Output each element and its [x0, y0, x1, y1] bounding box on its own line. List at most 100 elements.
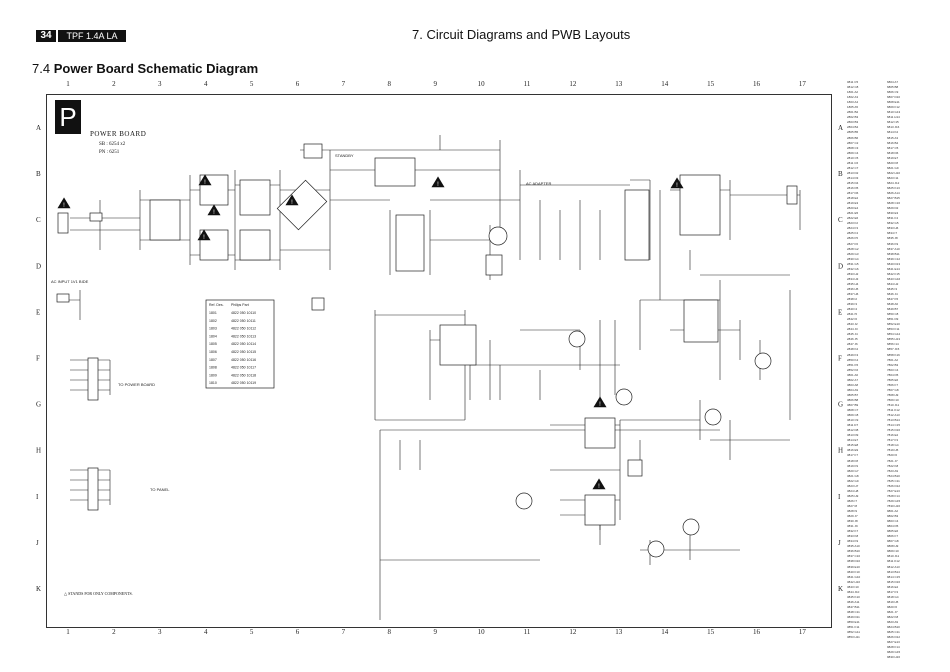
page-number-badge: 34 — [36, 30, 56, 42]
model-badge: TPF 1.4A LA — [58, 30, 126, 42]
column-label-13-top: 13 — [615, 80, 623, 88]
transformer — [374, 157, 416, 187]
row-label-D-right: D — [838, 262, 843, 270]
warning-mark: ! — [63, 203, 65, 209]
bom-cell: 1804 — [209, 334, 217, 338]
row-label-B-left: B — [36, 170, 41, 178]
pwm-controller-ic — [395, 214, 425, 272]
footnote: △ STANDS FOR ONLY COMPONENTS. — [64, 591, 133, 596]
column-label-7-bottom: 7 — [342, 628, 346, 636]
bridge-rectifier — [149, 199, 181, 241]
column-label-13-bottom: 13 — [615, 628, 623, 636]
row-label-K-left: K — [36, 585, 41, 593]
row-label-E-right: E — [838, 308, 842, 316]
schematic-frame — [46, 94, 832, 628]
test-connector — [56, 293, 70, 303]
warning-mark: ! — [676, 183, 678, 189]
bom-cell: 4822 050 10110 — [231, 311, 256, 315]
output-connector-block — [624, 189, 650, 261]
warning-triangle-icon — [592, 478, 606, 490]
bom-cell: 4822 050 10113 — [231, 334, 256, 338]
bom-cell: 4822 050 10116 — [231, 358, 256, 362]
warning-triangle-icon — [431, 176, 445, 188]
warning-triangle-icon — [285, 194, 299, 206]
column-label-9-top: 9 — [433, 80, 437, 88]
warning-triangle-icon — [207, 204, 221, 216]
bom-cell: 1809 — [209, 373, 217, 377]
column-label-2-bottom: 2 — [112, 628, 116, 636]
column-label-15-bottom: 15 — [707, 628, 715, 636]
column-label-12-top: 12 — [569, 80, 577, 88]
column-label-1-top: 1 — [66, 80, 70, 88]
regulator-ic — [439, 324, 477, 366]
column-label-14-bottom: 14 — [661, 628, 669, 636]
row-label-A-left: A — [36, 124, 41, 132]
bom-cell: 4822 050 10112 — [231, 327, 256, 331]
footnote-symbol: △ — [64, 591, 68, 596]
board-info-1: SB : 6254 x2 — [99, 142, 126, 147]
title-number: 7.4 — [32, 61, 51, 76]
panel-connector-1 — [87, 357, 99, 401]
warning-triangle-icon — [198, 174, 212, 186]
row-label-D-left: D — [36, 262, 41, 270]
filter-choke-3 — [239, 179, 271, 216]
title-text: Power Board Schematic Diagram — [53, 61, 259, 76]
reference-list-column-1: 0811 C5 0812 C8 1801 A2 1802 A3 1803 A4 … — [847, 80, 861, 640]
bom-header-cell: Ref. Des. — [209, 303, 224, 307]
bom-table — [205, 299, 275, 389]
board-name-label: POWER BOARD — [90, 130, 147, 138]
column-label-1-bottom: 1 — [66, 628, 70, 636]
ac-adapter-net-label: AC ADAPTER — [526, 181, 552, 186]
row-label-F-right: F — [838, 355, 842, 363]
warning-triangle-icon — [670, 177, 684, 189]
transistor-4 — [704, 408, 722, 426]
transistor-3 — [615, 388, 633, 406]
panel-connector-2 — [87, 467, 99, 511]
column-label-5-top: 5 — [250, 80, 254, 88]
bom-table-text: Ref. Des. Philips Part 1801 4822 050 10110 1… — [209, 303, 256, 385]
column-label-4-bottom: 4 — [204, 628, 208, 636]
bom-cell: 1807 — [209, 358, 217, 362]
row-label-J-right: J — [838, 539, 841, 547]
warning-mark: ! — [598, 484, 600, 490]
row-label-I-left: I — [36, 493, 39, 501]
relay-2 — [627, 459, 643, 477]
to-power-board-net-label: TO POWER BOARD — [118, 382, 156, 387]
column-label-10-bottom: 10 — [478, 628, 486, 636]
bom-header-cell: Philips Part — [231, 303, 249, 307]
column-label-16-bottom: 16 — [753, 628, 761, 636]
bom-cell: 1808 — [209, 366, 217, 370]
transistor-2 — [568, 330, 586, 348]
board-info-2: PN : 6251 — [99, 150, 120, 155]
transistor-5 — [754, 352, 772, 370]
warning-mark: ! — [291, 200, 293, 206]
column-label-2-top: 2 — [112, 80, 116, 88]
bom-cell: 1810 — [209, 381, 217, 385]
column-label-8-bottom: 8 — [388, 628, 392, 636]
warning-triangle-icon — [57, 197, 71, 209]
column-label-6-top: 6 — [296, 80, 300, 88]
row-label-G-right: G — [838, 401, 843, 409]
to-panel-net-label: TO PANEL — [150, 487, 170, 492]
bom-cell: 1806 — [209, 350, 217, 354]
row-label-F-left: F — [36, 355, 40, 363]
bom-cell: 1801 — [209, 311, 217, 315]
column-label-9-bottom: 9 — [433, 628, 437, 636]
bom-cell: 4822 050 10117 — [231, 366, 256, 370]
bom-cell: 4822 050 10119 — [231, 381, 256, 385]
relay — [303, 143, 323, 159]
footnote-text: STANDS FOR ONLY COMPONENTS. — [68, 591, 133, 596]
warning-mark: ! — [599, 402, 601, 408]
fuse-block — [89, 212, 103, 222]
column-label-5-bottom: 5 — [250, 628, 254, 636]
column-label-7-top: 7 — [342, 80, 346, 88]
opto-block — [485, 254, 503, 276]
section-title: 7. Circuit Diagrams and PWB Layouts — [412, 27, 631, 42]
warning-mark: ! — [213, 210, 215, 216]
power-ic-module — [679, 174, 721, 236]
components — [56, 143, 798, 558]
column-label-16-top: 16 — [753, 80, 761, 88]
row-label-G-left: G — [36, 401, 41, 409]
board-letter-badge: P — [55, 100, 81, 134]
